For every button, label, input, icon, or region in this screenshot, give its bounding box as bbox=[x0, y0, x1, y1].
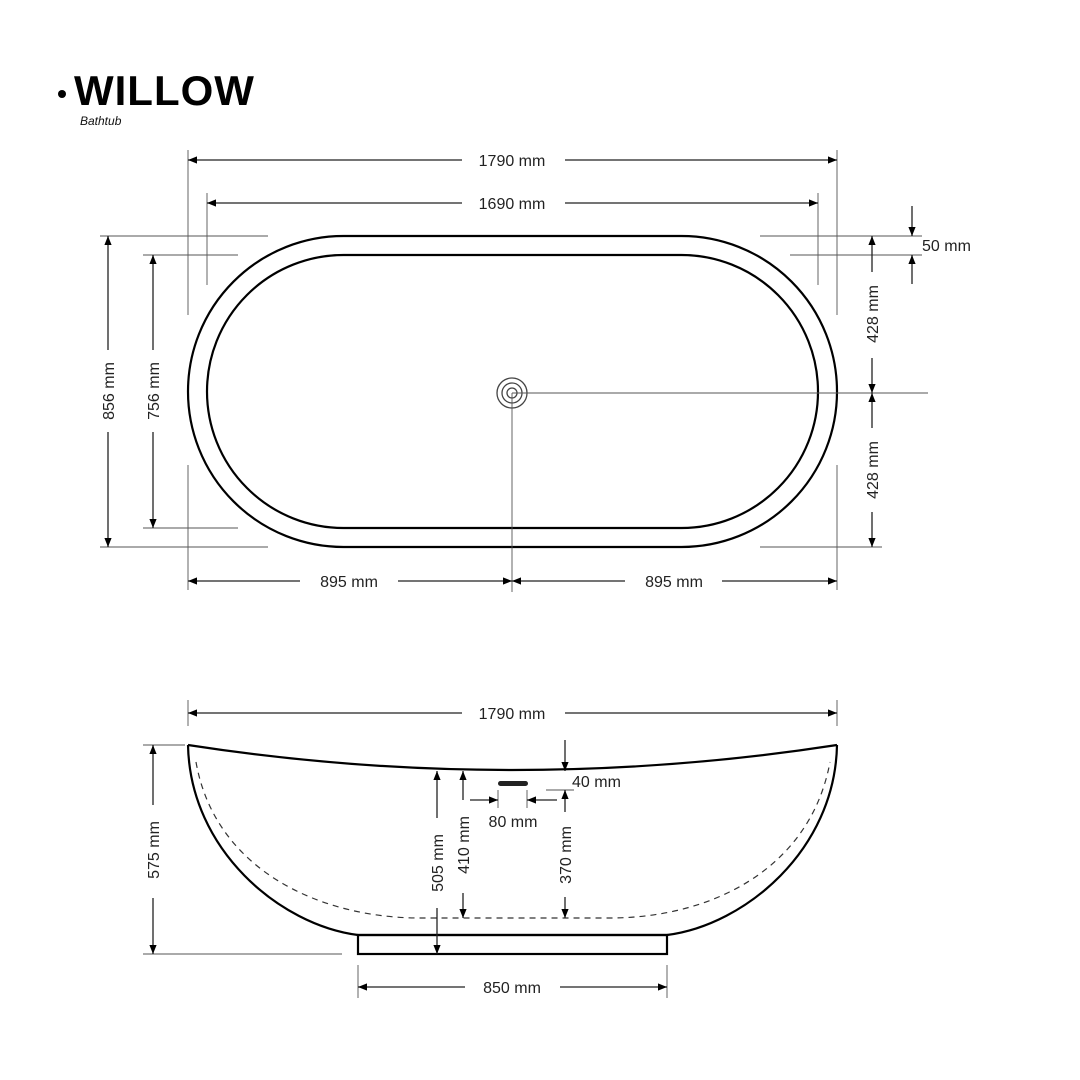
brand-name: WILLOW bbox=[74, 67, 255, 114]
label-overall-length: 1790 mm bbox=[479, 153, 546, 170]
dimension-inner-width: 756 mm bbox=[146, 255, 163, 528]
label-half-length-right: 895 mm bbox=[645, 574, 703, 591]
label-overflow-height: 370 mm bbox=[558, 826, 575, 884]
label-overflow-offset: 40 mm bbox=[572, 774, 621, 791]
label-half-length-left: 895 mm bbox=[320, 574, 378, 591]
brand-subtitle: Bathtub bbox=[80, 114, 122, 128]
label-overall-height: 575 mm bbox=[146, 821, 163, 879]
dimension-center-height: 505 mm bbox=[430, 771, 447, 954]
label-rim-thickness: 50 mm bbox=[922, 238, 971, 255]
label-center-height: 505 mm bbox=[430, 834, 447, 892]
dimension-overflow-height: 370 mm bbox=[558, 790, 575, 918]
dimension-overall-length: 1790 mm bbox=[188, 153, 837, 170]
bullet-icon bbox=[58, 89, 66, 98]
dimension-rim-thickness: 50 mm bbox=[908, 206, 971, 284]
label-base-length: 850 mm bbox=[483, 980, 541, 997]
dimension-inner-depth: 410 mm bbox=[456, 771, 473, 918]
dimension-half-width-top: 428 mm bbox=[865, 236, 882, 393]
label-overflow-width: 80 mm bbox=[489, 814, 538, 831]
tub-base bbox=[356, 933, 669, 956]
tub-body-profile bbox=[186, 744, 839, 937]
dimension-overall-width: 856 mm bbox=[101, 236, 118, 547]
dimension-inner-length: 1690 mm bbox=[207, 196, 818, 213]
tub-inner-basin bbox=[205, 253, 820, 530]
tub-inner-depth-line bbox=[195, 761, 831, 919]
dimension-half-width-bottom: 428 mm bbox=[865, 393, 882, 547]
dimension-overall-height: 575 mm bbox=[146, 745, 163, 954]
dimension-base-length: 850 mm bbox=[358, 980, 667, 997]
tub-outer-rim bbox=[186, 234, 839, 549]
brand-logo: WILLOW Bathtub bbox=[58, 68, 255, 128]
extension-lines bbox=[100, 150, 928, 592]
label-inner-depth: 410 mm bbox=[456, 816, 473, 874]
dimension-overflow-width: 80 mm bbox=[470, 796, 557, 831]
label-inner-length: 1690 mm bbox=[479, 196, 546, 213]
label-half-width-top: 428 mm bbox=[865, 285, 882, 343]
tub-rim-profile bbox=[187, 743, 838, 772]
side-view: 1790 mm 575 mm 505 mm 410 mm 370 mm 40 m… bbox=[143, 700, 839, 998]
label-overall-width: 856 mm bbox=[101, 362, 118, 420]
label-inner-width: 756 mm bbox=[146, 362, 163, 420]
dimension-half-length-left: 895 mm bbox=[188, 574, 512, 591]
dimension-half-length-right: 895 mm bbox=[512, 574, 837, 591]
label-side-length: 1790 mm bbox=[479, 706, 546, 723]
top-view: 1790 mm 1690 mm 856 mm 756 mm 50 mm 428 … bbox=[100, 150, 971, 592]
label-half-width-bottom: 428 mm bbox=[865, 441, 882, 499]
overflow-slot bbox=[498, 781, 528, 786]
dimension-overflow-offset: 40 mm bbox=[561, 740, 621, 791]
brand-title: WILLOW bbox=[58, 68, 255, 114]
dimension-side-length: 1790 mm bbox=[188, 706, 837, 723]
